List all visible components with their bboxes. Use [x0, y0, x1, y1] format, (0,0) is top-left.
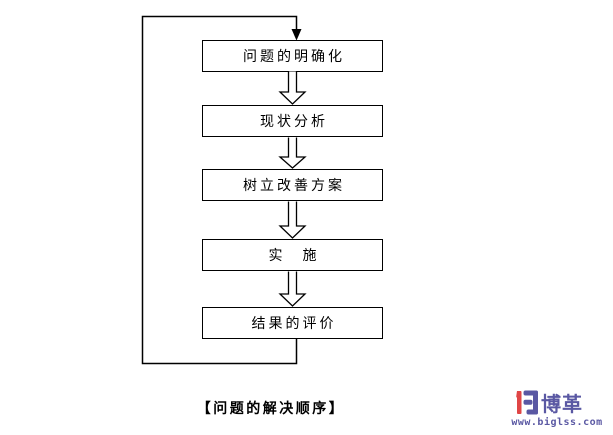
hollow-arrow-icon-4 [278, 271, 307, 307]
flow-step-label: 实 施 [268, 248, 320, 264]
flow-step-establish-improvement-plan: 树立改善方案 [202, 169, 383, 201]
flow-step-label: 树立改善方案 [243, 178, 345, 194]
flow-step-problem-clarification: 问题的明确化 [202, 40, 383, 72]
hollow-arrow-icon-1 [278, 71, 307, 105]
diagram-caption: 【问题的解决顺序】 [196, 401, 346, 417]
flow-step-implementation: 实 施 [202, 239, 383, 271]
flow-step-label: 问题的明确化 [243, 49, 345, 65]
biglss-logo: 博革 www.biglss.com [503, 388, 611, 432]
flow-step-label: 结果的评价 [251, 316, 337, 332]
solid-down-arrowhead-icon [291, 29, 302, 41]
logo-brand-text: 博革 [541, 392, 583, 416]
hollow-arrow-icon-3 [278, 201, 307, 239]
biglss-logo-icon [516, 390, 538, 415]
flow-step-label: 现状分析 [260, 114, 328, 130]
hollow-arrow-icon-2 [278, 137, 307, 169]
flow-step-current-state-analysis: 现状分析 [202, 105, 383, 137]
logo-website-text: www.biglss.com [511, 417, 603, 428]
flow-step-result-evaluation: 结果的评价 [202, 307, 383, 339]
